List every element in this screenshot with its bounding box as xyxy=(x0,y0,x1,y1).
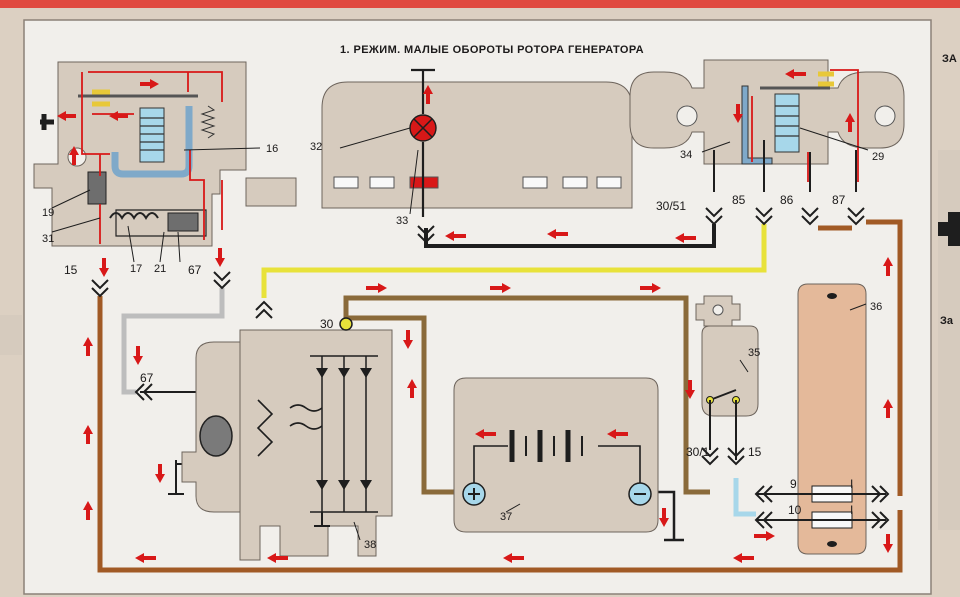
relay34-internal-wiring xyxy=(751,69,859,182)
relay-coil-winding xyxy=(140,117,164,151)
terminal-15-left: 15 xyxy=(64,263,78,277)
generator-terminal-30 xyxy=(339,317,353,331)
wire-yellow xyxy=(261,224,767,298)
label-31: 31 xyxy=(42,233,54,245)
terminal-15-switch: 15 xyxy=(748,445,762,459)
wire-grey-67 xyxy=(121,288,225,395)
relay-ground-stud xyxy=(40,114,54,130)
diagram-title: 1. РЕЖИМ. МАЛЫЕ ОБОРОТЫ РОТОРА ГЕНЕРАТОР… xyxy=(340,44,644,56)
label-34: 34 xyxy=(680,149,692,161)
instrument-cluster-32 xyxy=(321,81,633,209)
wire-brown-main-loop xyxy=(97,296,903,573)
terminal-30-1: 30/1 xyxy=(686,445,710,459)
terminal-30-generator: 30 xyxy=(320,317,334,331)
terminal-87: 87 xyxy=(832,193,846,207)
terminal-67-generator: 67 xyxy=(140,371,154,385)
right-fragment-knob xyxy=(938,212,960,246)
battery-cells xyxy=(509,430,583,462)
generator-field-winding xyxy=(199,415,233,457)
relay34-hole-right xyxy=(874,105,896,127)
relay34-contacts xyxy=(818,71,834,87)
additional-relay-34 xyxy=(629,59,905,165)
wire-olive-battery-plus xyxy=(346,315,464,495)
terminal-67-top: 67 xyxy=(188,263,202,277)
relay34-pins xyxy=(713,140,857,192)
label-33: 33 xyxy=(396,215,408,227)
wire-olive-top xyxy=(343,295,710,495)
generator-ground xyxy=(314,512,330,527)
battery-plus-sign xyxy=(468,488,480,500)
relay-yoke xyxy=(111,106,193,178)
label-21: 21 xyxy=(154,263,166,275)
cluster-slot-2 xyxy=(369,176,395,189)
relay34-yoke xyxy=(741,85,773,165)
choke-17 xyxy=(109,212,159,220)
label-leader-lines xyxy=(51,127,869,541)
label-35: 35 xyxy=(748,347,760,359)
label-16: 16 xyxy=(266,143,278,155)
ignition-key-hole xyxy=(712,304,724,316)
fuse-label-i-bottom: I xyxy=(850,503,853,517)
label-29: 29 xyxy=(872,151,884,163)
resistor-19 xyxy=(87,171,107,205)
wire-brown-relay-87 xyxy=(866,219,903,496)
relay34-winding xyxy=(775,105,799,137)
relay-spring xyxy=(200,105,216,139)
current-flow-arrows xyxy=(57,69,893,563)
cluster-slot-3 xyxy=(522,176,548,189)
label-38: 38 xyxy=(364,539,376,551)
relay-mount-hole-left xyxy=(67,147,87,167)
relay-contacts xyxy=(92,89,110,107)
side-text-top-right: ЗА xyxy=(942,53,957,65)
fuse-bus-lines xyxy=(756,493,886,521)
rectifier-diodes xyxy=(316,368,372,490)
warning-lamp-leads xyxy=(411,68,435,217)
battery-37-body xyxy=(453,377,659,533)
right-fragment xyxy=(938,150,960,530)
terminal-85: 85 xyxy=(732,193,746,207)
fuse-label-10: 10 xyxy=(788,503,802,517)
label-17: 17 xyxy=(130,263,142,275)
terminal-30-51: 30/51 xyxy=(656,199,686,213)
wire-black-lamp xyxy=(424,224,716,248)
left-fragment xyxy=(0,315,22,355)
resistor-21 xyxy=(167,212,199,232)
warning-lamp-cross xyxy=(413,118,433,138)
label-36: 36 xyxy=(870,301,882,313)
relay-coil-core xyxy=(139,107,165,163)
ignition-switch-contact xyxy=(709,389,737,401)
top-red-band xyxy=(0,0,960,8)
fuse-box-bottom-slot xyxy=(827,541,837,547)
relay34-coil xyxy=(774,93,800,153)
cluster-slot-1 xyxy=(333,176,359,189)
ignition-switch-35 xyxy=(701,325,759,417)
label-32: 32 xyxy=(310,141,322,153)
relay34-hole-left xyxy=(676,105,698,127)
label-37: 37 xyxy=(500,511,512,523)
fuse-box-top-slot xyxy=(827,293,837,299)
wire-blue-stub xyxy=(733,478,756,517)
relay-regulator-mount xyxy=(245,177,297,207)
ignition-leads xyxy=(709,400,737,460)
fuse-label-i-top: I xyxy=(850,477,853,491)
cluster-slot-4 xyxy=(562,176,588,189)
battery-leads xyxy=(473,445,641,492)
generator-stator-windings xyxy=(256,399,323,457)
fuse-label-9: 9 xyxy=(790,477,797,491)
label-19: 19 xyxy=(42,207,54,219)
side-text-mid-right: За xyxy=(940,315,954,327)
cluster-slot-5 xyxy=(596,176,622,189)
rectifier-bus xyxy=(310,355,378,513)
connector-chevrons xyxy=(91,207,890,529)
resistor-21-frame xyxy=(115,209,207,237)
terminal-86: 86 xyxy=(780,193,794,207)
